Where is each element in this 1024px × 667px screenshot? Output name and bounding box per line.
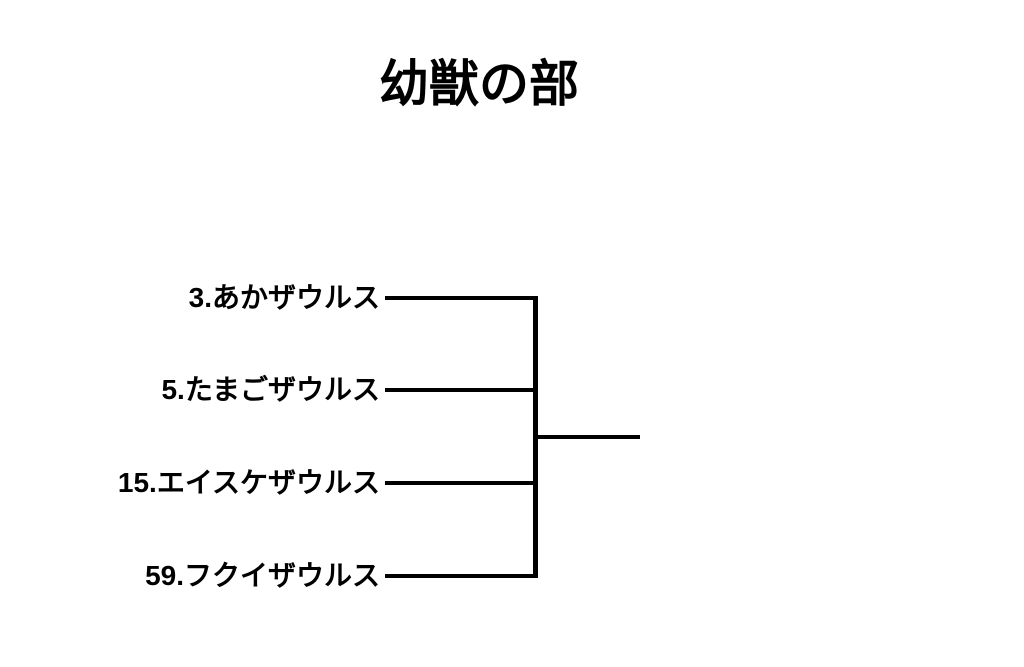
- participant-label: 3.あかザウルス: [188, 282, 380, 313]
- participant-label: 15.エイスケザウルス: [117, 467, 380, 498]
- participant-label: 5.たまごザウルス: [161, 374, 380, 405]
- bracket-line: [385, 388, 538, 392]
- participant-label: 59.フクイザウルス: [145, 560, 380, 591]
- bracket-line: [385, 481, 538, 485]
- page-title: 幼獣の部: [379, 56, 579, 112]
- winner-line: [533, 435, 640, 439]
- bracket-line: [385, 574, 538, 578]
- bracket-line: [385, 296, 538, 300]
